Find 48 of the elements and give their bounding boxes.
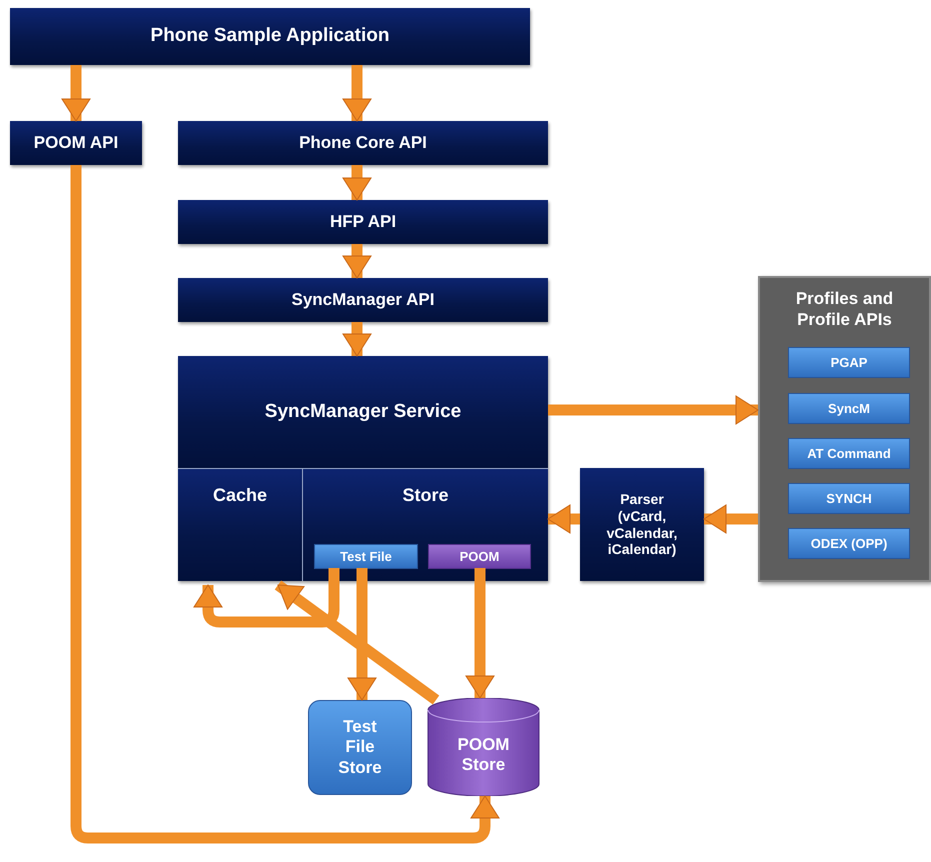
- module-box: [314, 544, 418, 569]
- arrow: [342, 322, 372, 356]
- box-label: SYNCH: [826, 490, 872, 506]
- arrow: [704, 504, 758, 534]
- box-label: Parser (vCard, vCalendar, iCalendar): [606, 490, 678, 558]
- arrow: [70, 165, 500, 844]
- module-box: [788, 483, 910, 514]
- module-box: [428, 544, 531, 569]
- arrow: [342, 165, 372, 200]
- box-label: POOM Store: [457, 734, 510, 776]
- arrow: [342, 65, 372, 122]
- box-label: SyncM: [828, 400, 870, 416]
- component-box: [178, 468, 302, 581]
- component-box: [178, 278, 548, 322]
- box-label: SyncManager Service: [264, 400, 462, 424]
- arrow: [466, 568, 494, 698]
- component-box: [302, 468, 548, 581]
- component-box: [580, 468, 704, 581]
- box-label: Test File Store: [337, 716, 383, 778]
- box-label: SyncManager API: [292, 290, 434, 310]
- arrow: [548, 396, 758, 424]
- arrow: [342, 244, 372, 278]
- box-label: POOM API: [34, 132, 118, 154]
- module-box: [788, 438, 910, 469]
- arrow: [274, 580, 440, 704]
- module-box: [788, 347, 910, 378]
- module-box: [788, 393, 910, 424]
- box-label: AT Command: [807, 446, 891, 462]
- box-label: HFP API: [330, 212, 396, 232]
- box-label: Phone Sample Application: [150, 25, 390, 48]
- box-label: PGAP: [830, 354, 868, 370]
- arrow: [62, 65, 90, 122]
- component-box: [178, 356, 548, 468]
- heading: Profiles and Profile APIs: [794, 288, 894, 330]
- box-label: Test File: [340, 548, 392, 564]
- profiles-panel: [758, 276, 931, 582]
- arrow: [548, 504, 580, 534]
- layer-box: [10, 8, 530, 65]
- box-label: ODEX (OPP): [810, 536, 888, 552]
- component-box: [178, 121, 548, 165]
- box-label: Phone Core API: [299, 132, 427, 154]
- heading: Store: [402, 485, 448, 507]
- store-box: [308, 700, 412, 795]
- box-label: POOM: [460, 548, 500, 564]
- component-box: [178, 200, 548, 244]
- component-box: [10, 121, 142, 165]
- module-box: [788, 528, 910, 559]
- heading: Cache: [212, 485, 268, 507]
